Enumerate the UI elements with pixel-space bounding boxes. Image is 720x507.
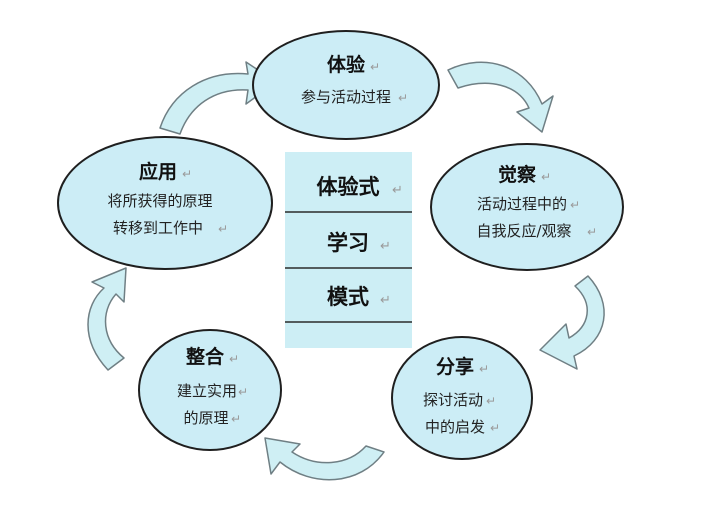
node-awareness-title: 觉察 [498, 163, 537, 186]
paragraph-mark: ↵ [238, 385, 248, 399]
node-application: 应用 将所获得的原理 转移到工作中 ↵ ↵ [57, 136, 273, 270]
node-experience: 体验 参与活动过程 ↵ ↵ [252, 30, 440, 140]
node-sharing-text-2: 中的启发 [425, 418, 485, 436]
node-application-title: 应用 [139, 160, 177, 183]
paragraph-mark: ↵ [541, 170, 551, 184]
paragraph-mark: ↵ [392, 183, 403, 198]
paragraph-mark: ↵ [182, 167, 192, 181]
node-sharing-text-1: 探讨活动 [423, 391, 483, 409]
paragraph-mark: ↵ [486, 394, 496, 408]
node-integration: 整合 建立实用 的原理 ↵ ↵ ↵ [138, 329, 282, 451]
arrow-awareness-to-sharing [539, 275, 605, 370]
paragraph-mark: ↵ [380, 239, 391, 254]
center-box: 体验式 学习 模式 ↵ ↵ ↵ [285, 152, 412, 348]
node-integration-title: 整合 [186, 345, 225, 368]
node-awareness-text-1: 活动过程中的 [477, 195, 567, 213]
paragraph-mark: ↵ [398, 91, 408, 105]
paragraph-mark: ↵ [229, 352, 239, 366]
arrow-experience-to-awareness [447, 61, 554, 133]
paragraph-mark: ↵ [370, 60, 380, 74]
cycle-arrows [87, 61, 605, 481]
node-application-text-2: 转移到工作中 [113, 219, 203, 237]
node-application-text-1: 将所获得的原理 [107, 192, 212, 210]
arrow-integration-to-application [87, 267, 127, 371]
node-experience-text: 参与活动过程 [301, 88, 391, 106]
node-sharing: 分享 探讨活动 中的启发 ↵ ↵ ↵ [391, 336, 533, 460]
node-awareness: 觉察 活动过程中的 自我反应/观察 ↵ ↵ ↵ [430, 143, 624, 271]
node-integration-text-1: 建立实用 [177, 382, 237, 400]
center-line-1: 体验式 [317, 175, 380, 199]
node-sharing-title: 分享 [436, 355, 474, 378]
paragraph-mark: ↵ [587, 225, 597, 239]
paragraph-mark: ↵ [380, 293, 391, 308]
paragraph-mark: ↵ [231, 412, 241, 426]
paragraph-mark: ↵ [490, 421, 500, 435]
center-line-2: 学习 [327, 231, 369, 255]
arrow-sharing-to-integration [264, 437, 385, 481]
node-awareness-text-2: 自我反应/观察 [476, 222, 571, 240]
center-line-3: 模式 [327, 285, 369, 309]
node-experience-title: 体验 [327, 53, 366, 76]
paragraph-mark: ↵ [479, 362, 489, 376]
paragraph-mark: ↵ [570, 198, 580, 212]
paragraph-mark: ↵ [218, 222, 228, 236]
node-integration-text-2: 的原理 [183, 409, 228, 427]
